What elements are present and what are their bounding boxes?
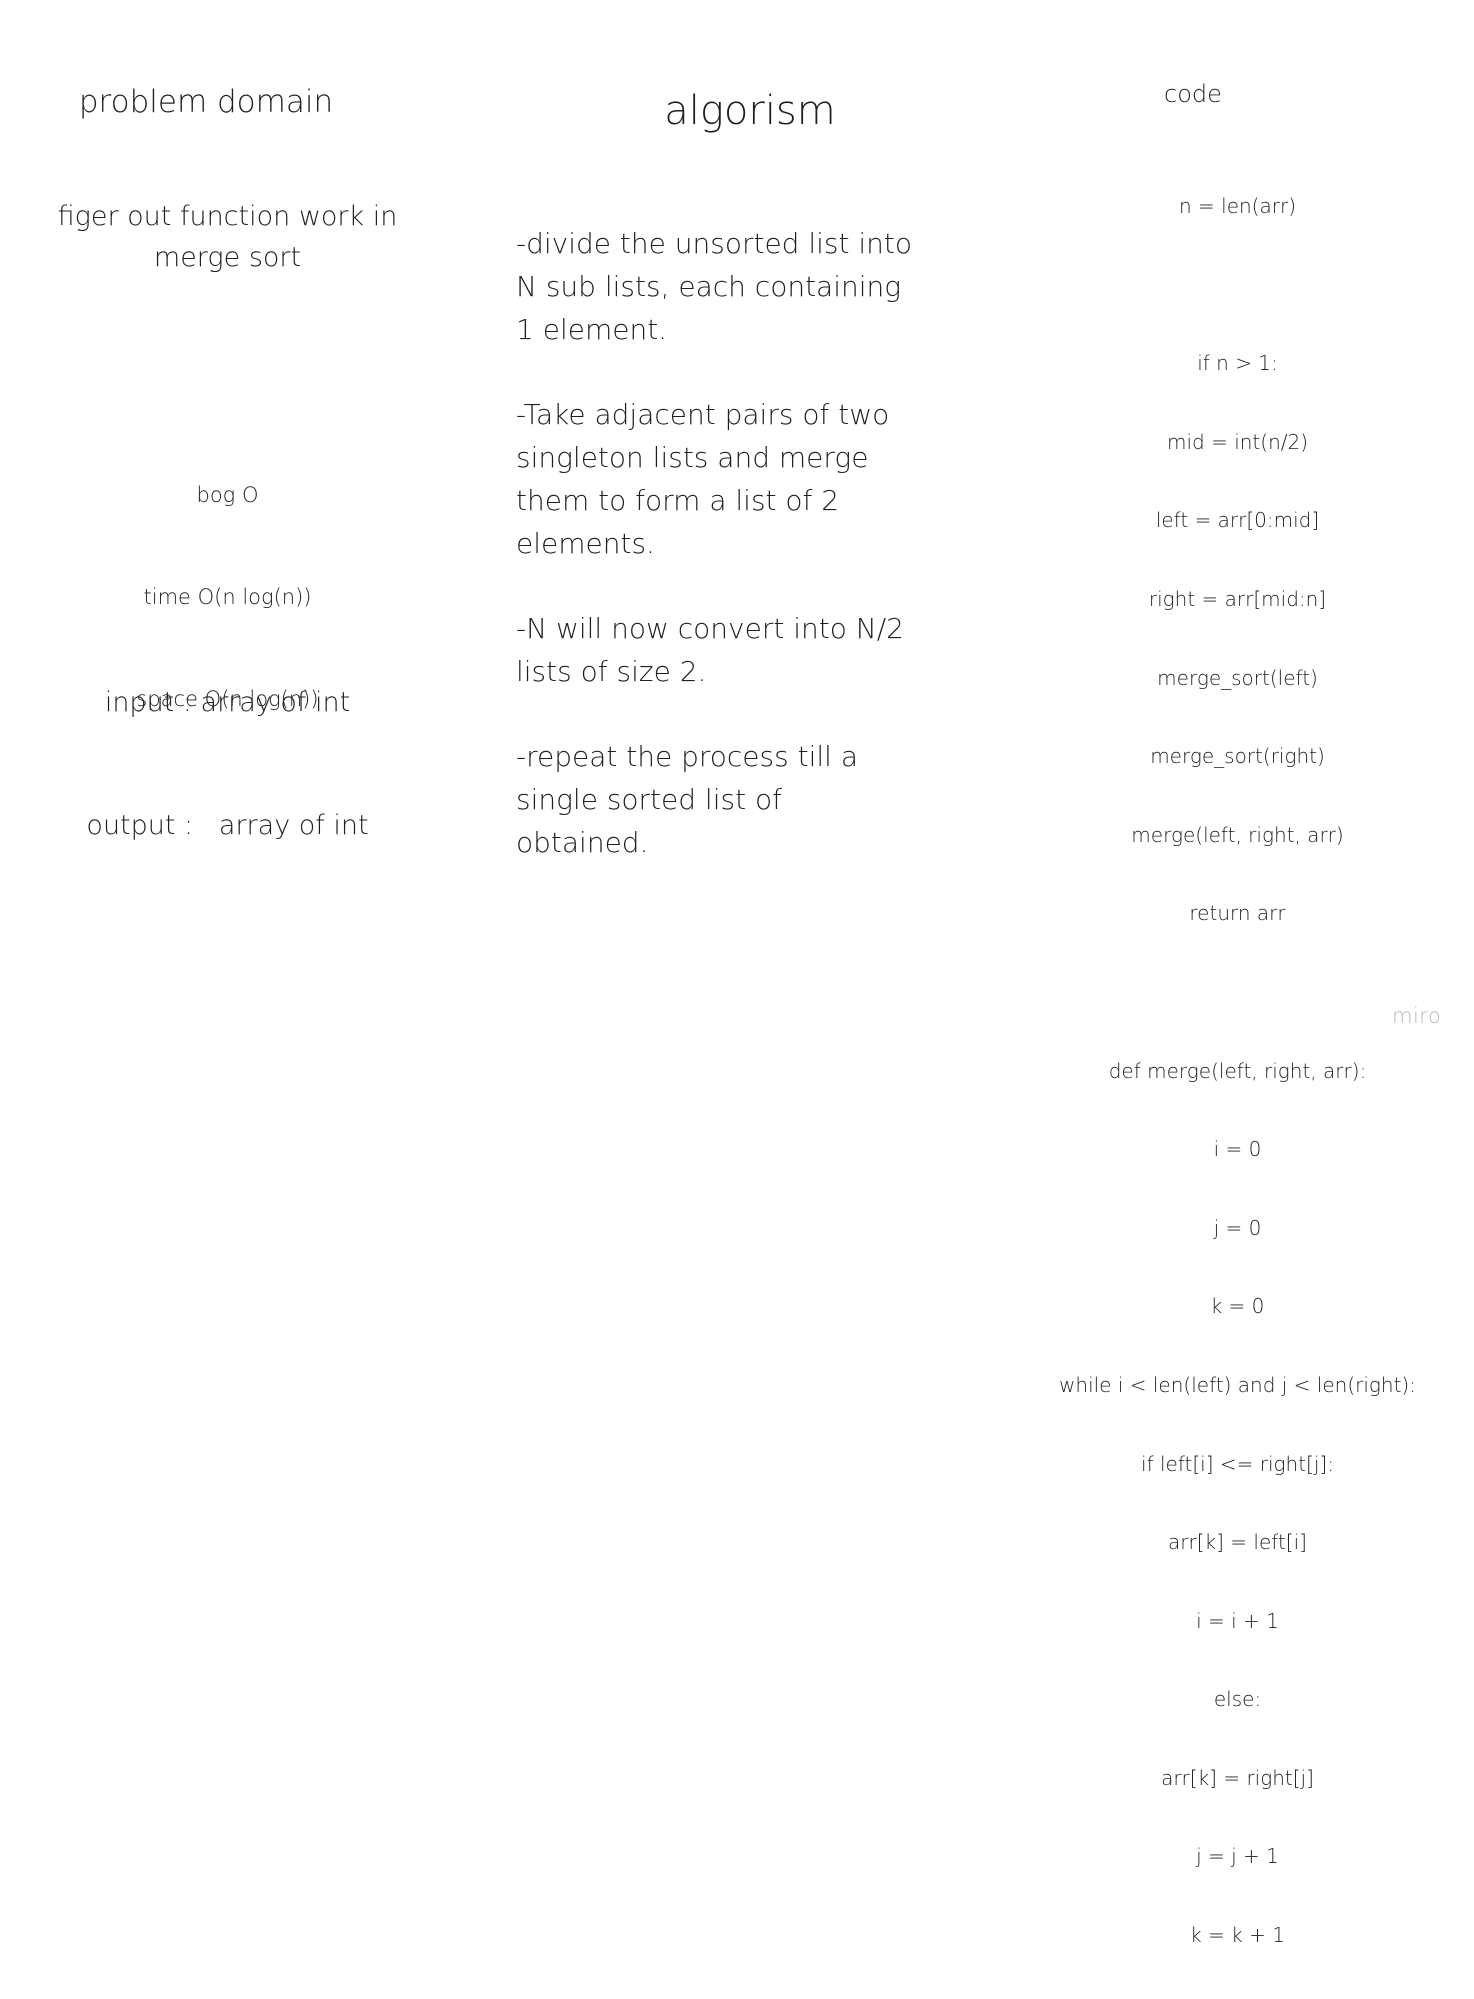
algorism-steps[interactable]: -divide the unsorted list into N sub lis… <box>516 222 916 906</box>
code-line: i = 0 <box>1213 1137 1262 1162</box>
algorism-step: -N will now convert into N/2 lists of si… <box>516 612 904 688</box>
code-block[interactable]: n = len(arr) if n > 1: mid = int(n/2) le… <box>1040 143 1435 1999</box>
big-o-heading: bog O <box>196 483 259 507</box>
input-label: input : array of int <box>104 687 351 718</box>
big-o-note[interactable]: bog O time O(n log(n)) space O(n log(n)) <box>60 410 395 784</box>
code-line: i = i + 1 <box>1196 1608 1279 1633</box>
code-line: merge(left, right, arr) <box>1131 822 1344 847</box>
code-line: left = arr[0:mid] <box>1155 508 1320 533</box>
code-title[interactable]: code <box>1164 80 1222 108</box>
code-line: merge_sort(right) <box>1150 744 1325 769</box>
input-output-note[interactable]: input : array of int output : array of i… <box>30 600 425 928</box>
code-line: k = 0 <box>1210 1294 1265 1319</box>
code-line: def merge(left, right, arr): <box>1108 1058 1367 1083</box>
output-label: output : array of int <box>86 810 369 841</box>
algorism-step: -repeat the process till a single sorted… <box>516 740 858 859</box>
big-o-time: time O(n log(n)) <box>143 585 312 609</box>
code-line: return arr <box>1189 901 1286 926</box>
code-line: if n > 1: <box>1197 351 1278 376</box>
code-line: mid = int(n/2) <box>1166 429 1309 454</box>
problem-domain-description[interactable]: figer out function work in merge sort <box>57 201 398 273</box>
whiteboard-canvas: problem domain figer out function work i… <box>30 80 1442 1947</box>
code-line <box>1040 977 1435 1008</box>
big-o-space: space O(n log(n)) <box>136 687 319 711</box>
algorism-step: -divide the unsorted list into N sub lis… <box>516 227 913 346</box>
code-line: n = len(arr) <box>1179 194 1296 218</box>
algorism-step: -Take adjacent pairs of two singleton li… <box>516 398 890 560</box>
problem-domain-title[interactable]: problem domain <box>78 84 334 120</box>
algorism-title[interactable]: algorism <box>664 88 836 134</box>
code-line: while i < len(left) and j < len(right): <box>1059 1372 1416 1397</box>
code-line: merge_sort(left) <box>1157 665 1318 690</box>
code-line: j = j + 1 <box>1196 1844 1279 1869</box>
code-line: if left[i] <= right[j]: <box>1141 1451 1334 1476</box>
code-line: j = 0 <box>1213 1215 1262 1240</box>
code-line <box>1040 270 1435 301</box>
code-line: arr[k] = left[i] <box>1168 1530 1307 1555</box>
code-line: k = k + 1 <box>1190 1923 1285 1948</box>
code-line: else: <box>1213 1687 1262 1712</box>
code-line: right = arr[mid:n] <box>1148 586 1327 611</box>
miro-logo[interactable]: miro <box>1392 1004 1442 1028</box>
code-line: arr[k] = right[j] <box>1161 1765 1314 1790</box>
